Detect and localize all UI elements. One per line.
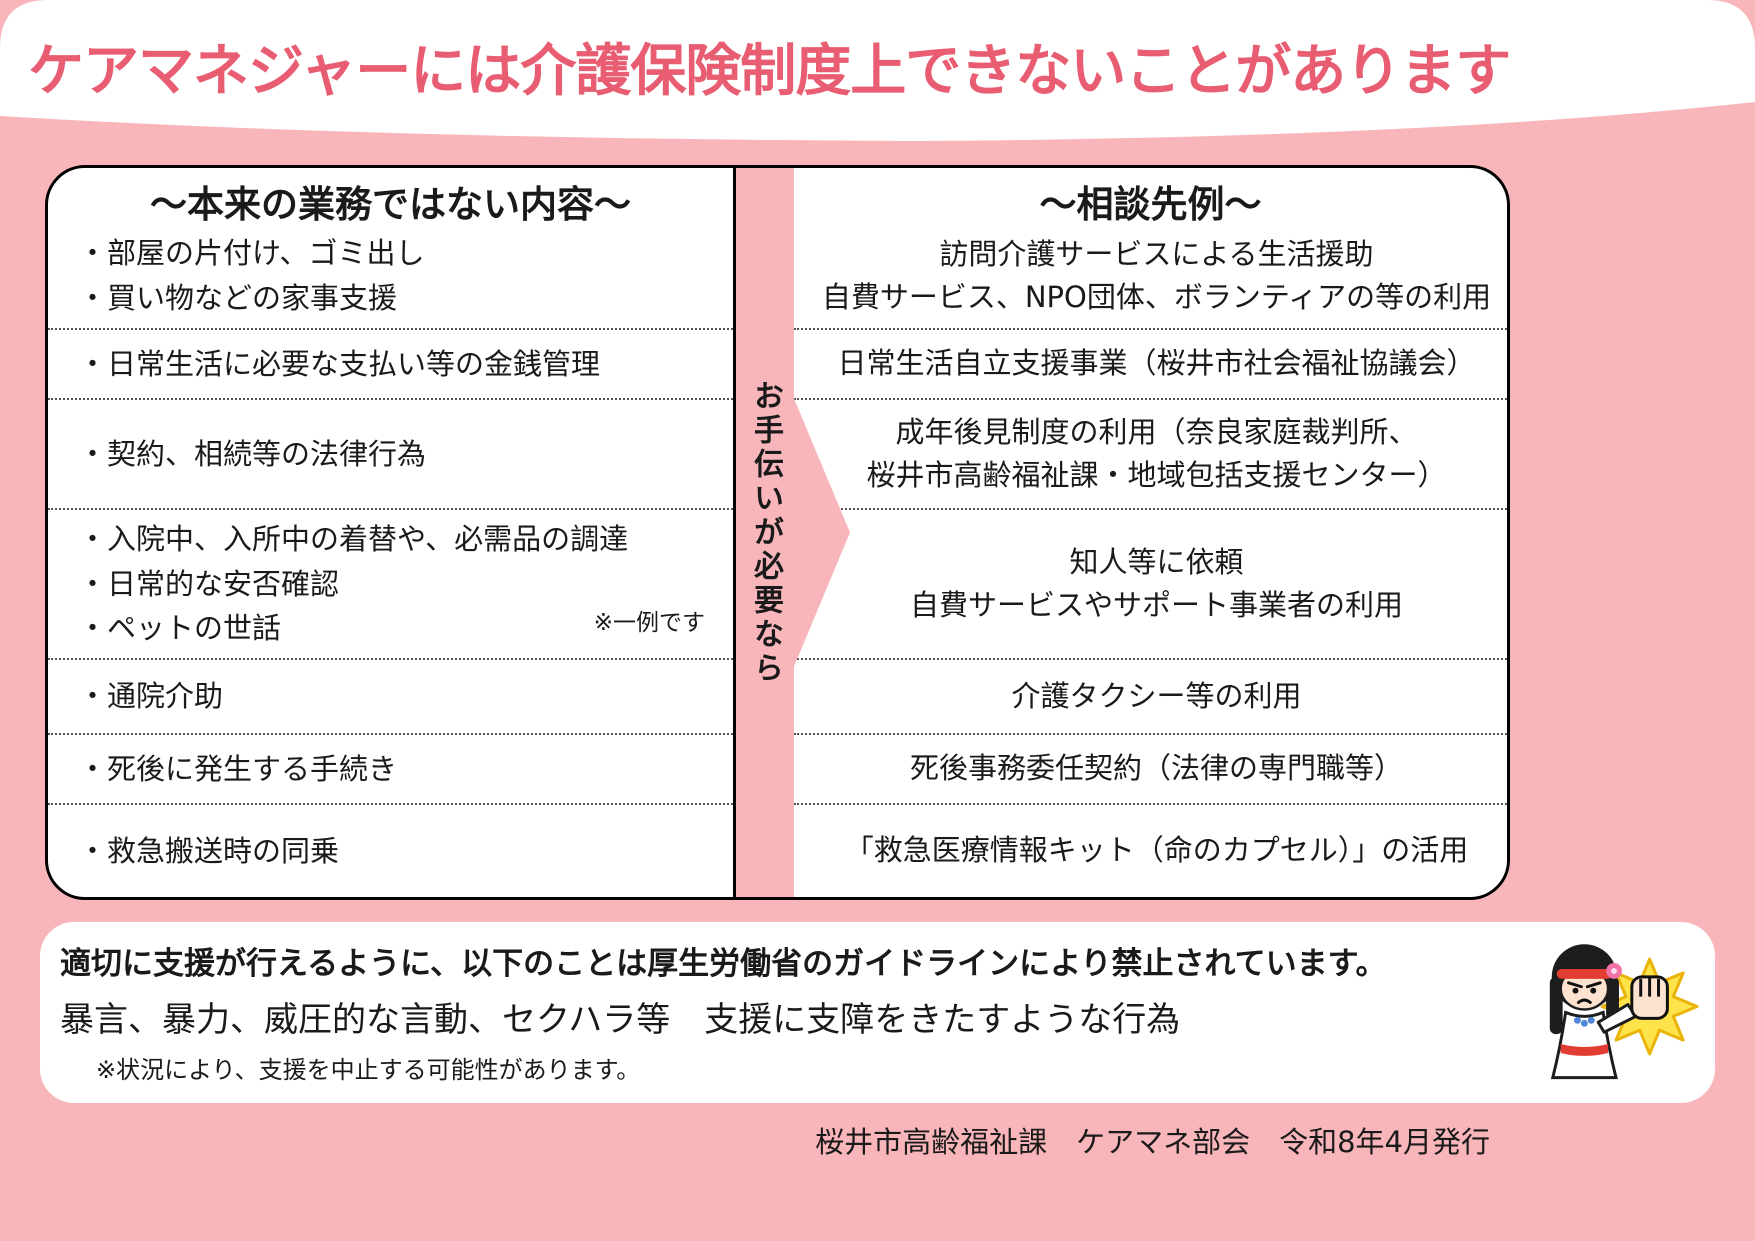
- consultation-item: 介護タクシー等の利用: [1011, 678, 1302, 713]
- main-content-box: 〜本来の業務ではない内容〜 ・部屋の片付け、ゴミ出し ・買い物などの家事支援 ・…: [45, 165, 1510, 900]
- footer: 桜井市高齢福祉課 ケアマネ部会 令和8年4月発行: [0, 1119, 1490, 1161]
- connector-label: お手伝いが必要なら: [748, 379, 783, 686]
- prohibited-item: ・日常生活に必要な支払い等の金銭管理: [78, 346, 601, 381]
- consultation-item: 成年後見制度の利用（奈良家庭裁判所、: [895, 414, 1418, 449]
- table-row: 死後事務委任契約（法律の専門職等）: [794, 735, 1507, 805]
- consultation-item: 死後事務委任契約（法律の専門職等）: [909, 751, 1403, 786]
- consultation-item: 桜井市高齢福祉課・地域包括支援センター）: [866, 458, 1447, 492]
- prohibited-item: ・ペットの世話: [78, 611, 282, 646]
- prohibited-item: ・通院介助: [78, 679, 224, 714]
- prohibited-item: ・日常的な安否確認: [78, 566, 340, 601]
- table-row: ・部屋の片付け、ゴミ出し ・買い物などの家事支援: [48, 224, 733, 330]
- notice-headline: 適切に支援が行えるように、以下のことは厚生労働省のガイドラインにより禁止されてい…: [60, 946, 1387, 982]
- prohibited-tasks-panel: 〜本来の業務ではない内容〜 ・部屋の片付け、ゴミ出し ・買い物などの家事支援 ・…: [48, 168, 736, 897]
- table-row: 介護タクシー等の利用: [794, 660, 1507, 735]
- table-row: ・契約、相続等の法律行為: [48, 400, 733, 510]
- header: ケアマネジャーには介護保険制度上できないことがあります: [0, 0, 1755, 165]
- example-note: ※一例です: [593, 610, 705, 637]
- consultation-panel: 〜相談先例〜 訪問介護サービスによる生活援助 自費サービス、NPO団体、ボランテ…: [794, 168, 1507, 897]
- table-row: ・日常生活に必要な支払い等の金銭管理: [48, 330, 733, 400]
- table-row: 知人等に依頼 自費サービスやサポート事業者の利用: [794, 510, 1507, 660]
- consultation-item: 日常生活自立支援事業（桜井市社会福祉協議会）: [837, 346, 1476, 381]
- page-title: ケアマネジャーには介護保険制度上できないことがあります: [28, 39, 1511, 104]
- consultation-item: 自費サービスやサポート事業者の利用: [909, 588, 1403, 622]
- prohibited-item: ・入院中、入所中の着替や、必需品の調達: [78, 521, 629, 556]
- notice-body: 暴言、暴力、威圧的な言動、セクハラ等 支援に支障をきたすような行為: [60, 1000, 1181, 1040]
- table-row: 訪問介護サービスによる生活援助 自費サービス、NPO団体、ボランティアの等の利用: [794, 224, 1507, 330]
- stop-gesture-mascot-icon: [1533, 918, 1701, 1094]
- consultation-item: 知人等に依頼: [1069, 544, 1244, 579]
- prohibited-item: ・部屋の片付け、ゴミ出し: [78, 236, 425, 271]
- prohibited-item: ・契約、相続等の法律行為: [78, 436, 427, 471]
- connector-arrow: お手伝いが必要なら: [736, 168, 794, 897]
- consultation-item: 訪問介護サービスによる生活援助: [939, 236, 1374, 271]
- prohibited-tasks-title: 〜本来の業務ではない内容〜: [150, 183, 631, 226]
- table-row: ・入院中、入所中の着替や、必需品の調達 ・日常的な安否確認 ・ペットの世話 ※一…: [48, 510, 733, 660]
- publisher-credit: 桜井市高齢福祉課 ケアマネ部会 令和8年4月発行: [815, 1125, 1490, 1159]
- guideline-notice: 適切に支援が行えるように、以下のことは厚生労働省のガイドラインにより禁止されてい…: [40, 922, 1715, 1103]
- table-row: ・死後に発生する手続き: [48, 735, 733, 805]
- consultation-title: 〜相談先例〜: [1039, 183, 1262, 226]
- table-row: 「救急医療情報キット（命のカプセル）」の活用: [794, 805, 1507, 897]
- table-row: 日常生活自立支援事業（桜井市社会福祉協議会）: [794, 330, 1507, 400]
- table-row: 成年後見制度の利用（奈良家庭裁判所、 桜井市高齢福祉課・地域包括支援センター）: [794, 400, 1507, 510]
- prohibited-item: ・死後に発生する手続き: [78, 751, 398, 786]
- consultation-item: 「救急医療情報キット（命のカプセル）」の活用: [844, 833, 1469, 868]
- header-wave-shape: [0, 0, 1755, 141]
- notice-caution: ※状況により、支援を中止する可能性があります。: [96, 1056, 641, 1084]
- consultation-item: 自費サービス、NPO団体、ボランティアの等の利用: [821, 280, 1492, 314]
- prohibited-item: ・救急搬送時の同乗: [78, 833, 340, 868]
- table-row: ・通院介助: [48, 660, 733, 735]
- table-row: ・救急搬送時の同乗: [48, 805, 733, 897]
- prohibited-item: ・買い物などの家事支援: [78, 281, 398, 315]
